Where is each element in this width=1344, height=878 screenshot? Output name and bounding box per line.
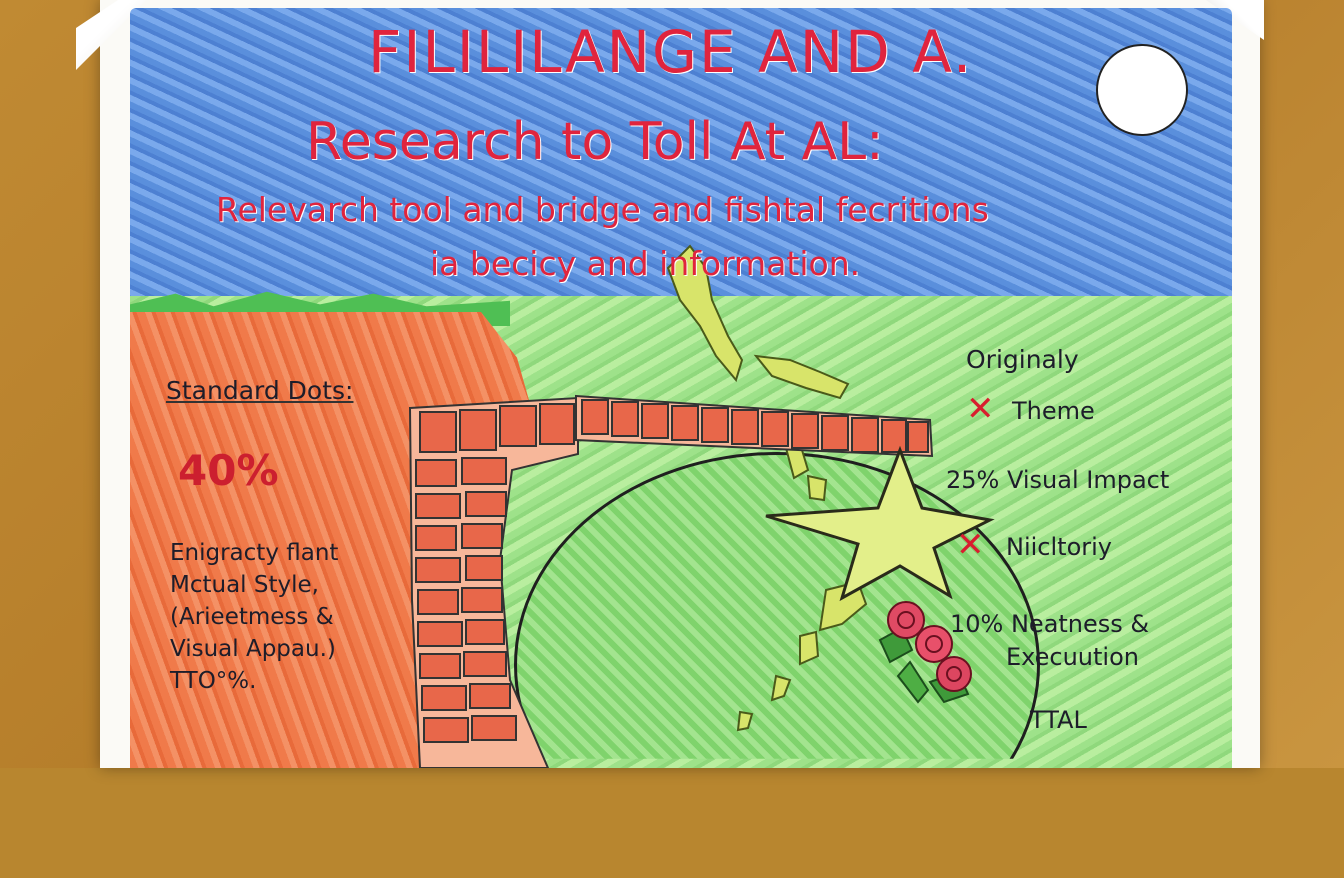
criteria-neatness: 10% Neatness & [950,610,1150,638]
left-panel-line: Enigracty flant [170,540,339,566]
sun-icon [1096,44,1188,136]
left-panel-line: Mctual Style, [170,572,319,598]
roses-icon [878,601,972,704]
criteria-total: TTAL [1030,706,1087,734]
island-chain [666,244,868,732]
sky-area [130,8,1232,302]
left-panel-heading: Standard Dots: [166,376,354,405]
left-panel-percent: 40% [178,446,279,495]
criteria-niicltoriy: Niicltoriy [1006,533,1112,561]
left-panel-line: Visual Appau.) [170,636,336,662]
cross-mark-icon: ✕ [966,389,995,429]
right-panel-heading: Originaly [966,345,1079,374]
criteria-theme: Theme [1012,397,1095,425]
cross-mark-icon: ✕ [956,525,985,565]
criteria-execution: Execuution [1006,643,1139,671]
poster-illustration [408,244,995,768]
star-icon [765,445,995,602]
left-panel-line: (Arieetmess & [170,604,334,630]
criteria-visual-impact: 25% Visual Impact [946,466,1170,494]
poster-subtitle-line-2: ia becicy and information. [430,244,861,283]
poster-subtitle-line-1: Relevarch tool and bridge and fishtal fe… [216,190,989,229]
poster-title-line-2: Research to Toll At AL: [306,112,884,172]
left-panel-line: TTO°%. [170,668,257,694]
bridge-icon [408,394,934,768]
poster-title-line-1: FILILILANGE AND A. [368,18,974,86]
